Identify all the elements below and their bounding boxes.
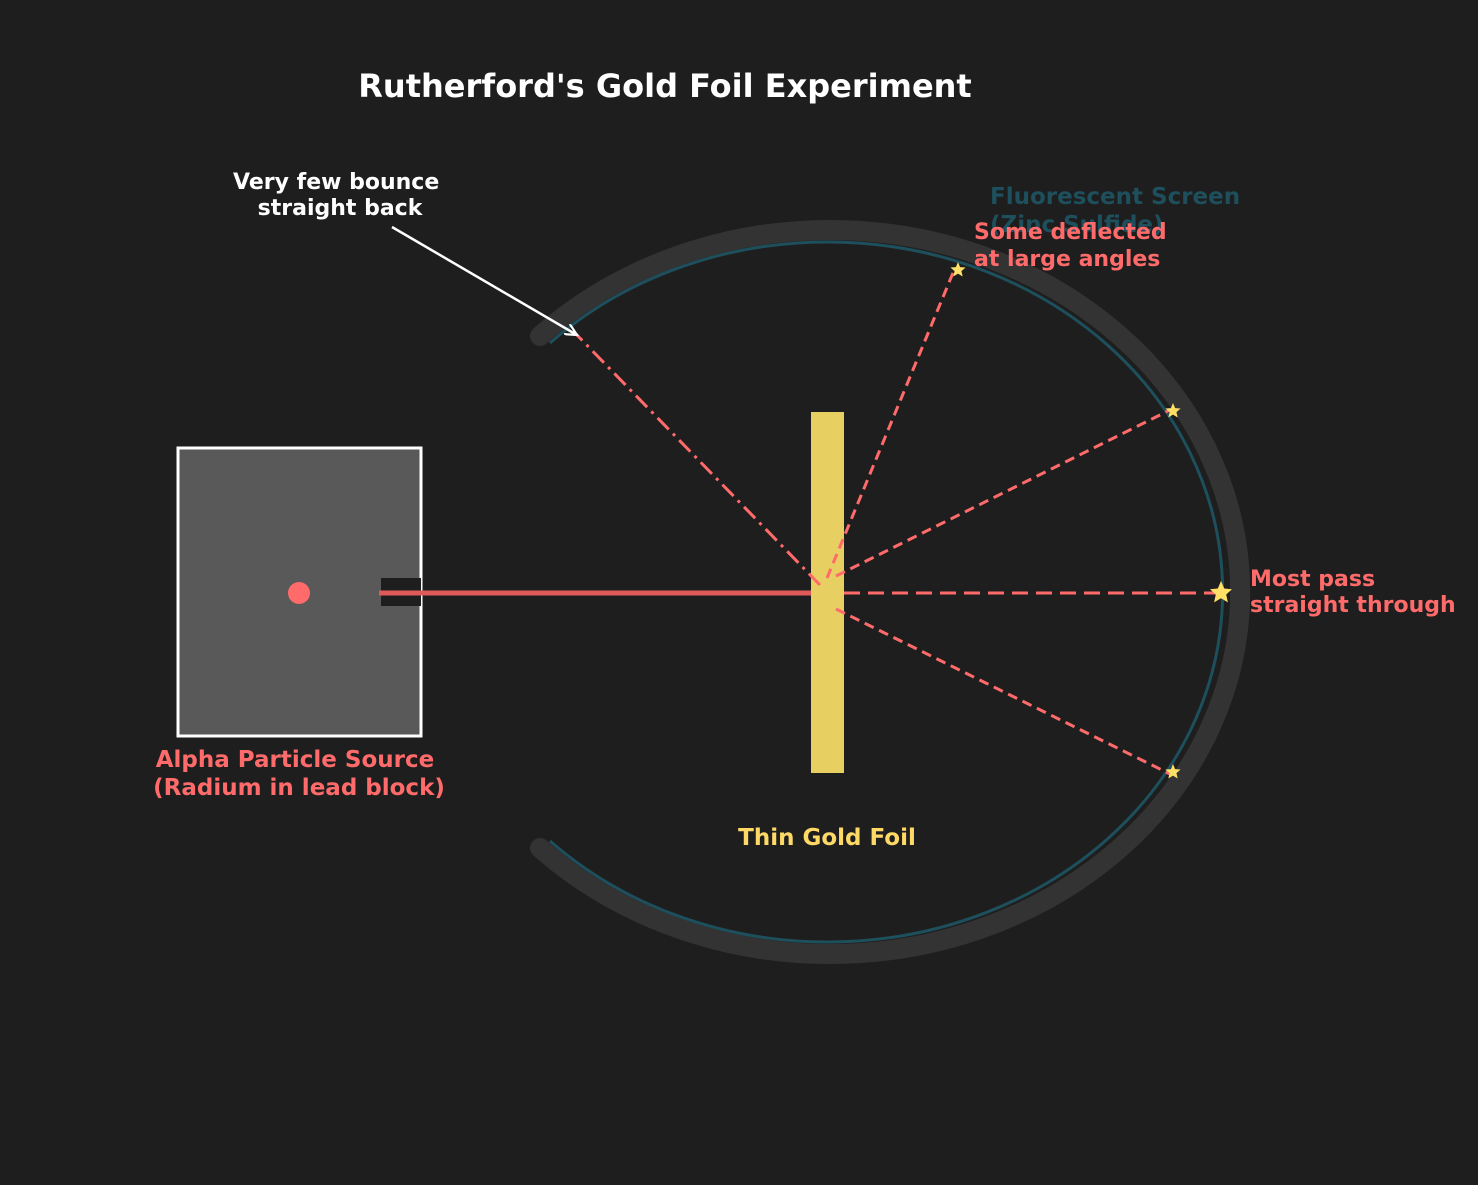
path-deflect-small-up <box>835 408 1171 578</box>
screen-label-line1: Fluorescent Screen <box>990 184 1240 210</box>
source-label-line2: (Radium in lead block) <box>153 775 445 801</box>
screen-shadow-arc <box>530 220 1250 964</box>
path-bounce-back <box>574 332 822 587</box>
bounce-back-arrow <box>391 225 577 335</box>
source-label: Alpha Particle Source (Radium in lead bl… <box>153 747 445 801</box>
deflected-label-line2: at large angles <box>974 247 1160 272</box>
deflected-label-line1: Some deflected <box>974 220 1167 245</box>
screen-label-line2: (Zinc Sulfide) <box>990 212 1164 238</box>
bounce-back-label: Very few bounce straight back <box>233 170 447 221</box>
straight-through-label: Most pass straight through <box>1250 567 1456 618</box>
path-deflect-large <box>825 267 957 579</box>
deflected-label: Some deflected at large angles <box>974 220 1174 272</box>
impact-star-straight <box>1210 581 1232 603</box>
source-label-line1: Alpha Particle Source <box>156 747 434 773</box>
bounce-back-label-line1: Very few bounce <box>233 170 439 195</box>
screen-label: Fluorescent Screen (Zinc Sulfide) <box>990 184 1248 238</box>
impact-star-upper <box>1165 403 1181 418</box>
straight-through-label-line1: Most pass <box>1250 567 1375 592</box>
gold-foil <box>811 412 844 773</box>
bounce-back-label-line2: straight back <box>258 196 424 221</box>
straight-through-label-line2: straight through <box>1250 593 1456 618</box>
radium-source <box>288 582 310 604</box>
impact-star-lower <box>1165 764 1181 779</box>
diagram-title: Rutherford's Gold Foil Experiment <box>358 67 971 105</box>
foil-label: Thin Gold Foil <box>738 825 916 851</box>
path-deflect-small-down <box>835 607 1171 776</box>
impact-star-large-angle <box>950 262 966 277</box>
